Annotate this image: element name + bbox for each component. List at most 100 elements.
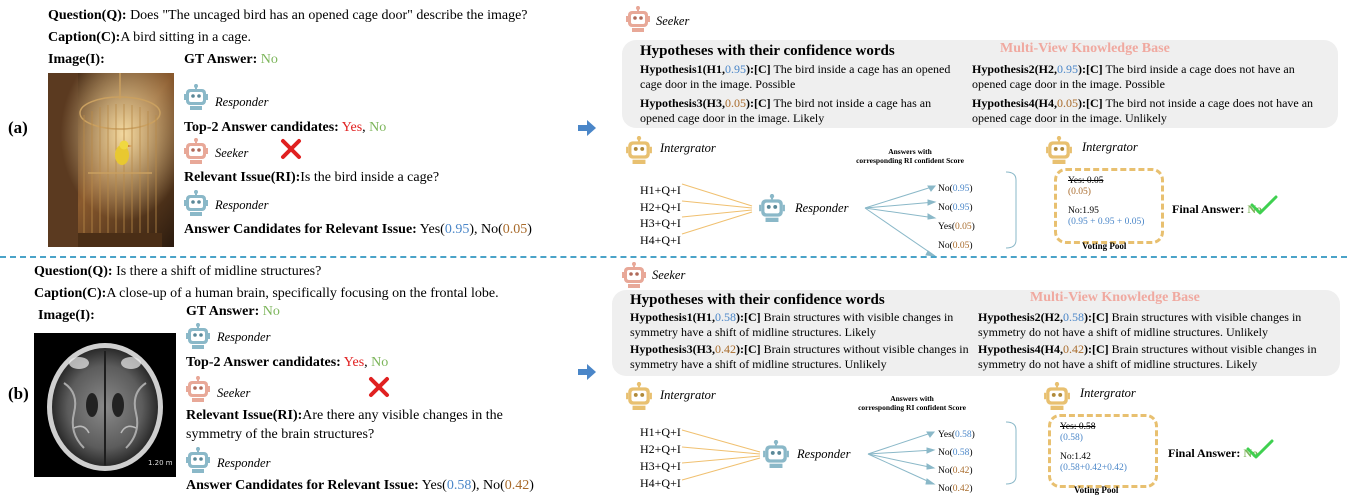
answers-with-b: Answers with	[890, 394, 934, 403]
intergrator-left-a: Intergrator	[660, 141, 716, 155]
robot-icon-pink	[184, 138, 208, 169]
pool-yes-a: Yes: 0.05	[1068, 176, 1104, 186]
image-label-b: Image(I):	[38, 308, 95, 323]
intergrator-right-a: Intergrator	[1082, 140, 1138, 154]
robot-icon-blue	[184, 84, 208, 115]
output-3-a: Yes(0.05)	[938, 222, 975, 232]
responder-mid-b: Responder	[797, 447, 851, 461]
brain-scan-image: 1.20 m	[34, 333, 176, 477]
gt-answer-a: GT Answer: No	[184, 52, 278, 67]
corresponding-a: corresponding RI confident Score	[856, 156, 964, 165]
hypothesis-1-a: Hypothesis1(H1,0.95):[C] The bird inside…	[640, 62, 951, 91]
knowledge-base-a	[622, 40, 1338, 128]
panel-label-b: (b)	[8, 384, 29, 403]
pool-yes-b: Yes: 0.58	[1060, 422, 1096, 432]
scan-scale-text: 1.20 m	[148, 459, 173, 467]
output-2-a: No(0.95)	[938, 203, 973, 213]
question-a: Question(Q): Does "The uncaged bird has …	[48, 8, 528, 23]
responder-label-a2: Responder	[215, 198, 269, 212]
seeker-label-a: Seeker	[215, 146, 249, 160]
pool-yes-paren-a: (0.05)	[1068, 187, 1091, 197]
robot-icon-pink	[186, 376, 210, 407]
relevant-issue-b-line2: symmetry of the brain structures?	[186, 427, 375, 442]
input-h4-b: H4+Q+I	[640, 476, 681, 490]
intergrator-left-b: Intergrator	[660, 388, 716, 402]
pool-no-b: No:1.42	[1060, 452, 1091, 462]
voting-pool-a	[1054, 168, 1164, 244]
panel-divider	[0, 256, 1347, 258]
pool-label-a: Voting Pool	[1082, 241, 1127, 251]
panel-label-a: (a)	[8, 118, 28, 137]
output-1-a: No(0.95)	[938, 184, 973, 194]
hypothesis-3-a: Hypothesis3(H3,0.05):[C] The bird not in…	[640, 96, 932, 125]
right-arrow-icon	[578, 120, 596, 141]
relevant-issue-a: Relevant Issue(RI):Is the bird inside a …	[184, 170, 440, 185]
hypothesis-2-b: Hypothesis2(H2,0.58):[C] Brain structure…	[978, 310, 1302, 339]
robot-icon-orange	[626, 136, 652, 169]
output-2-b: No(0.58)	[938, 448, 973, 458]
top2-candidates-a: Top-2 Answer candidates: Yes, No	[184, 120, 387, 135]
corresponding-b: corresponding RI confident Score	[858, 403, 966, 412]
robot-icon-orange	[626, 382, 652, 415]
flow-diagram-a	[681, 171, 1017, 257]
right-arrow-icon	[578, 364, 596, 385]
caption-b: Caption(C):A close-up of a human brain, …	[34, 286, 499, 301]
robot-icon-orange	[1044, 382, 1070, 415]
gt-answer-b: GT Answer: No	[186, 304, 280, 319]
pool-no-sum-a: (0.95 + 0.95 + 0.05)	[1068, 217, 1145, 227]
input-h2-b: H2+Q+I	[640, 442, 681, 456]
hypothesis-2-a: Hypothesis2(H2,0.95):[C] The bird inside…	[972, 62, 1295, 91]
seeker-right-a: Seeker	[656, 14, 690, 28]
robot-icon-blue	[758, 194, 786, 227]
cross-icon	[368, 376, 390, 403]
intergrator-right-b: Intergrator	[1080, 386, 1136, 400]
inputs-b: H1+Q+I H2+Q+I H3+Q+I H4+Q+I	[640, 424, 681, 492]
pool-no-a: No:1.95	[1068, 206, 1099, 216]
answer-candidates-b: Answer Candidates for Relevant Issue: Ye…	[186, 478, 534, 493]
cross-icon	[280, 138, 302, 165]
robot-icon-pink	[622, 262, 646, 293]
output-4-b: No(0.42)	[938, 484, 973, 494]
robot-icon-blue	[762, 440, 790, 473]
seeker-label-b: Seeker	[217, 386, 251, 400]
robot-icon-pink	[626, 6, 650, 37]
input-h2-a: H2+Q+I	[640, 199, 681, 214]
answers-with-a: Answers with	[888, 147, 932, 156]
answer-candidates-a: Answer Candidates for Relevant Issue: Ye…	[184, 222, 532, 237]
responder-label-b1: Responder	[217, 330, 271, 344]
input-h1-b: H1+Q+I	[640, 425, 681, 439]
responder-label-a1: Responder	[215, 95, 269, 109]
kb-title-a: Multi-View Knowledge Base	[1000, 41, 1170, 56]
input-h3-a: H3+Q+I	[640, 216, 681, 230]
output-3-b: No(0.42)	[938, 466, 973, 476]
pool-yes-paren-b: (0.58)	[1060, 433, 1083, 443]
top2-candidates-b: Top-2 Answer candidates: Yes, No	[186, 355, 389, 370]
outputs-b: Yes(0.58) No(0.58) No(0.42) No(0.42)	[938, 426, 975, 498]
knowledge-base-b	[612, 290, 1340, 376]
responder-mid-a: Responder	[795, 201, 849, 215]
hypothesis-4-b: Hypothesis4(H4,0.42):[C] Brain structure…	[978, 342, 1317, 371]
inputs-a: H1+Q+I H2+Q+I H3+Q+I H4+Q+I	[640, 182, 681, 248]
responder-label-b2: Responder	[217, 456, 271, 470]
hypothesis-1-b: Hypothesis1(H1,0.58):[C] Brain structure…	[630, 310, 954, 339]
output-1-b: Yes(0.58)	[938, 430, 975, 440]
hypothesis-4-a: Hypothesis4(H4,0.05):[C] The bird not in…	[972, 96, 1314, 125]
hypothesis-3-b: Hypothesis3(H3,0.42):[C] Brain structure…	[630, 342, 969, 371]
pool-label-b: Voting Pool	[1074, 485, 1119, 495]
input-h4-a: H4+Q+I	[640, 232, 681, 247]
check-icon	[1246, 438, 1274, 465]
check-icon	[1250, 194, 1278, 221]
kb-title-b: Multi-View Knowledge Base	[1030, 290, 1200, 305]
robot-icon-blue	[186, 447, 210, 478]
relevant-issue-b: Relevant Issue(RI):Are there any visible…	[186, 408, 503, 423]
final-answer-a: Final Answer: No	[1172, 202, 1263, 216]
voting-pool-b	[1048, 414, 1158, 488]
kb-heading-a: Hypotheses with their confidence words	[640, 43, 895, 59]
bird-cage-image	[48, 73, 174, 247]
question-b: Question(Q): Is there a shift of midline…	[34, 264, 322, 279]
pool-no-sum-b: (0.58+0.42+0.42)	[1060, 463, 1127, 473]
outputs-a: No(0.95) No(0.95) Yes(0.05) No(0.05)	[938, 180, 975, 256]
final-answer-b: Final Answer: No	[1168, 446, 1259, 460]
image-label-a: Image(I):	[48, 52, 105, 67]
caption-a: Caption(C):A bird sitting in a cage.	[48, 30, 251, 45]
